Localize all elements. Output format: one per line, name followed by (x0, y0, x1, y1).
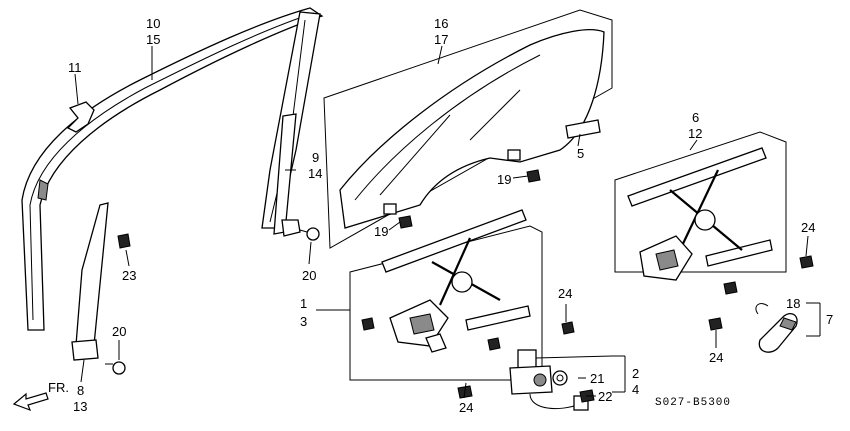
callout-7: 7 (826, 312, 833, 327)
window-handle[interactable] (758, 312, 798, 353)
window-handle-clip[interactable] (755, 303, 769, 315)
bolt-23[interactable] (117, 233, 131, 249)
callout-19-right: 19 (497, 172, 511, 187)
callout-3: 3 (300, 314, 307, 329)
callout-19-left: 19 (374, 224, 388, 239)
glass-label-sticker (565, 119, 601, 139)
front-regulator-box (349, 225, 543, 381)
motor-grommet-21[interactable] (552, 370, 568, 386)
callout-10: 10 (146, 16, 160, 31)
door-glass-box (323, 9, 613, 249)
front-window-regulator[interactable] (381, 209, 531, 353)
front-direction-label: FR. (48, 380, 69, 395)
callout-20-upper: 20 (302, 268, 316, 283)
diagram-code: S027-B5300 (655, 397, 731, 409)
callout-13: 13 (73, 399, 87, 414)
callout-21: 21 (590, 371, 604, 386)
callout-14: 14 (308, 166, 322, 181)
leader-lines (74, 45, 821, 399)
bolt-front-1[interactable] (361, 317, 375, 331)
bolt-rear-24-bottom[interactable] (708, 317, 723, 331)
callout-24-motor-bottom: 24 (459, 400, 473, 415)
center-channel[interactable] (273, 113, 301, 237)
callout-12: 12 (688, 126, 702, 141)
front-direction-indicator: FR. (12, 380, 69, 412)
callout-2: 2 (632, 366, 639, 381)
callout-20-lower: 20 (112, 324, 126, 339)
front-channel[interactable] (71, 202, 109, 361)
bolt-motor-24-top[interactable] (561, 321, 575, 335)
callout-1: 1 (300, 296, 307, 311)
callout-8: 8 (77, 383, 84, 398)
callout-15: 15 (146, 32, 160, 47)
callout-11: 11 (68, 60, 82, 75)
bolt-front-2[interactable] (487, 337, 501, 351)
rear-window-regulator[interactable] (627, 147, 773, 281)
callout-23: 23 (122, 268, 136, 283)
front-arrow-icon (12, 392, 49, 412)
sash-clip[interactable] (66, 101, 95, 133)
callout-5: 5 (577, 146, 584, 161)
bolt-rear-24-top[interactable] (799, 255, 814, 269)
callout-24-rear-top: 24 (801, 220, 815, 235)
callout-labels: 10 15 11 16 17 9 14 6 12 5 19 19 23 20 2… (68, 16, 833, 415)
window-motor[interactable] (509, 349, 589, 411)
rear-regulator-box (614, 131, 787, 273)
bolt-19-left[interactable] (398, 215, 413, 229)
door-glass[interactable] (339, 29, 605, 229)
callout-24-motor-top: 24 (558, 286, 572, 301)
callout-6: 6 (692, 110, 699, 125)
callout-18: 18 (786, 296, 800, 311)
callout-17: 17 (434, 32, 448, 47)
bolt-rear-upper[interactable] (723, 281, 738, 295)
bolt-20-upper[interactable] (299, 227, 320, 241)
callout-24-rear-bottom: 24 (709, 350, 723, 365)
callout-22: 22 (598, 389, 612, 404)
callout-4: 4 (632, 382, 639, 397)
bolt-20-lower[interactable] (105, 361, 126, 375)
bolt-19-right[interactable] (526, 169, 541, 183)
callout-9: 9 (312, 150, 319, 165)
door-sash-runchannel[interactable] (21, 7, 324, 331)
callout-16: 16 (434, 16, 448, 31)
